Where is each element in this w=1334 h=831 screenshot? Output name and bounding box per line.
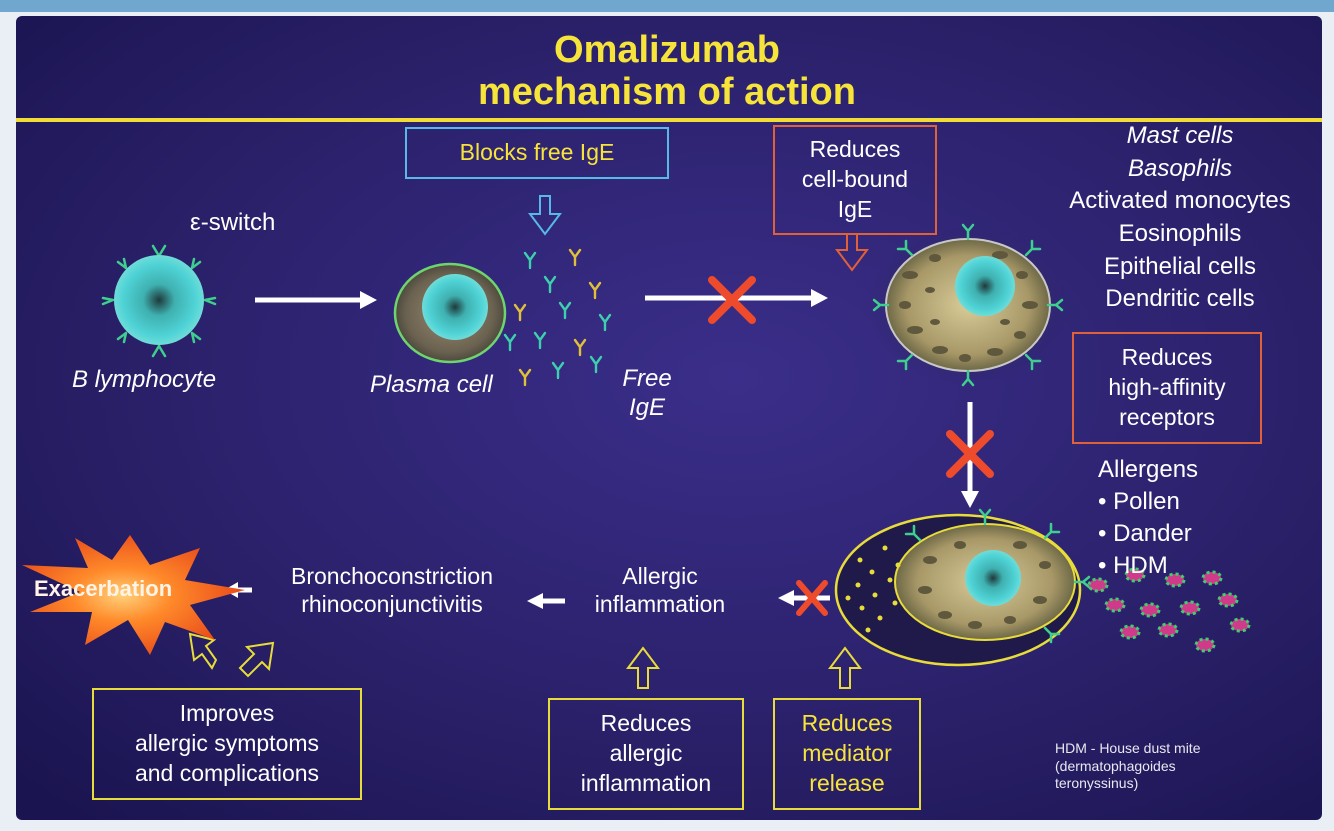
reduces-inflammation-line-2: allergic <box>609 740 683 767</box>
allergens-heading: Allergens <box>1098 456 1199 483</box>
symptoms-label: Bronchoconstriction rhinoconjunctivitis <box>258 562 526 618</box>
yellow-arrow-symptoms <box>238 641 275 678</box>
yellow-up-arrow-inflammation <box>626 646 660 689</box>
e-switch-label: ε-switch <box>190 209 276 236</box>
reduces-inflammation-line-3: inflammation <box>580 769 712 796</box>
improves-symptoms-line-1: Improves <box>179 700 275 727</box>
cell-types-list: Mast cells Basophils Activated monocytes… <box>1035 120 1325 316</box>
yellow-up-arrow-mediator <box>828 646 862 689</box>
blue-down-arrow <box>528 195 562 236</box>
allergens-list: Allergens • Pollen • Dander • HDM <box>1098 454 1198 583</box>
reduces-mediator-line-2: mediator <box>802 740 892 767</box>
improves-symptoms-line-3: and complications <box>134 759 320 786</box>
arrowhead-mediator-left <box>778 590 794 606</box>
plasma-cell <box>393 262 507 364</box>
arrowhead-b-to-plasma <box>360 291 377 309</box>
free-ige-label: Free IgE <box>612 364 682 423</box>
footnote-line-3: teronyssinus) <box>1055 775 1139 791</box>
cell-type-dendritic: Dendritic cells <box>1105 285 1255 313</box>
box-reduces-inflammation: Reduces allergic inflammation <box>548 698 744 810</box>
reduces-receptors-line-3: receptors <box>1119 403 1215 430</box>
arrowhead-mast-down <box>961 491 979 508</box>
reduces-receptors-line-2: high-affinity <box>1108 374 1226 401</box>
b-lymphocyte-label: B lymphocyte <box>72 366 217 393</box>
page-title: Omalizumab mechanism of action <box>0 29 1334 114</box>
reduces-mediator-line-1: Reduces <box>801 710 893 737</box>
cell-type-basophils: Basophils <box>1127 154 1233 182</box>
free-ige-line-1: Free <box>622 365 672 392</box>
box-blocks-free-ige: Blocks free IgE <box>405 127 669 179</box>
box-reduces-mediator: Reduces mediator release <box>773 698 921 810</box>
allergen-hdm: • HDM <box>1098 552 1168 580</box>
footnote-line-1: HDM - House dust mite <box>1055 740 1201 756</box>
free-ige-line-2: IgE <box>628 394 666 422</box>
allergic-inflammation-line-1: Allergic <box>622 563 698 589</box>
reduces-cell-bound-line-1: Reduces <box>809 136 901 163</box>
b-lymphocyte-cell <box>101 244 217 358</box>
reduces-cell-bound-line-2: cell-bound <box>801 166 909 193</box>
box-improves-symptoms: Improves allergic symptoms and complicat… <box>92 688 362 800</box>
reduces-cell-bound-line-3: IgE <box>837 195 873 222</box>
arrowhead-inflammation-left <box>527 593 543 609</box>
box-reduces-cell-bound-ige: Reduces cell-bound IgE <box>773 125 937 235</box>
allergen-particles <box>1087 567 1251 653</box>
allergen-pollen: • Pollen <box>1098 488 1180 516</box>
reduces-mediator-line-3: release <box>809 769 885 796</box>
cell-type-epithelial: Epithelial cells <box>1103 252 1257 280</box>
exacerbation-burst <box>22 535 245 655</box>
title-line-1: Omalizumab <box>554 29 780 71</box>
allergic-inflammation-line-2: inflammation <box>594 591 726 618</box>
blocks-free-ige-text: Blocks free IgE <box>459 139 615 166</box>
mast-cell-degranulating <box>834 508 1091 667</box>
yellow-arrow-exacerbation <box>188 632 218 670</box>
rhinoconjunctivitis-text: rhinoconjunctivitis <box>301 591 483 618</box>
free-ige-cluster <box>503 248 612 387</box>
footnote: HDM - House dust mite (dermatophagoides … <box>1055 740 1200 793</box>
cell-type-eosinophils: Eosinophils <box>1118 219 1242 247</box>
allergic-inflammation-label: Allergic inflammation <box>575 562 745 618</box>
reduces-receptors-line-1: Reduces <box>1121 344 1213 371</box>
inhibit-x-receptor <box>946 430 994 478</box>
cell-type-mast: Mast cells <box>1126 122 1234 149</box>
inhibit-x-mediator <box>796 580 828 616</box>
plasma-cell-label: Plasma cell <box>370 371 493 398</box>
title-line-2: mechanism of action <box>478 70 856 113</box>
cell-type-monocytes: Activated monocytes <box>1069 187 1291 215</box>
box-reduces-receptors: Reduces high-affinity receptors <box>1072 332 1262 444</box>
exacerbation-label: Exacerbation <box>34 576 173 601</box>
footnote-line-2: (dermatophagoides <box>1055 757 1176 774</box>
mast-cell-top <box>868 223 1068 387</box>
reduces-inflammation-line-1: Reduces <box>600 710 692 737</box>
improves-symptoms-line-2: allergic symptoms <box>134 730 320 757</box>
allergen-dander: • Dander <box>1098 520 1192 548</box>
bronchoconstriction-text: Bronchoconstriction <box>291 563 493 589</box>
orange-down-arrow <box>835 233 869 272</box>
arrowhead-ige-to-mast <box>811 289 828 307</box>
inhibit-x-ige <box>708 276 756 324</box>
